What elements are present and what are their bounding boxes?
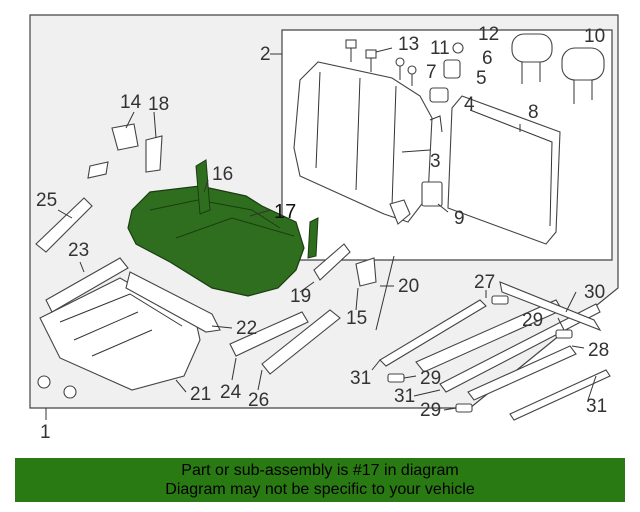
callout-12: 12 — [478, 24, 499, 45]
seat-back-part — [293, 61, 443, 223]
callout-30: 30 — [584, 282, 605, 303]
callout-14: 14 — [120, 92, 142, 113]
clip-parts — [37, 375, 77, 399]
callout-16: 16 — [212, 164, 233, 185]
callout-13: 13 — [398, 34, 419, 55]
callout-31-c: 31 — [586, 396, 607, 417]
latch-part — [389, 181, 443, 225]
callout-31-b: 31 — [394, 386, 415, 407]
callout-3: 3 — [430, 151, 441, 172]
trim-parts — [87, 123, 395, 331]
callout-10: 10 — [584, 26, 605, 47]
headrest-12-part — [511, 33, 553, 84]
callout-18: 18 — [148, 94, 169, 115]
hardware-parts — [345, 39, 464, 103]
disclaimer-banner: Part or sub-assembly is #17 in diagram D… — [15, 458, 625, 502]
banner-line-1: Part or sub-assembly is #17 in diagram — [181, 462, 459, 479]
callout-7: 7 — [426, 62, 437, 83]
callout-25: 25 — [36, 190, 57, 211]
callout-31-a: 31 — [350, 368, 371, 389]
callout-22: 22 — [236, 318, 257, 339]
callout-29-c: 29 — [420, 400, 441, 421]
callout-19: 19 — [290, 286, 311, 307]
callout-8: 8 — [528, 102, 539, 123]
seat-rail-parts — [379, 281, 611, 421]
callout-17: 17 — [274, 201, 296, 223]
callout-9: 9 — [454, 208, 465, 229]
callout-29-a: 29 — [522, 310, 543, 331]
callout-2: 2 — [260, 44, 271, 65]
callout-15: 15 — [346, 308, 367, 329]
callout-23: 23 — [68, 240, 89, 261]
callout-5: 5 — [476, 68, 487, 89]
callout-20: 20 — [398, 276, 419, 297]
banner-line-2: Diagram may not be specific to your vehi… — [165, 481, 475, 498]
callout-11: 11 — [430, 38, 450, 59]
callout-21: 21 — [190, 384, 211, 405]
callout-27: 27 — [474, 272, 495, 293]
side-bracket-parts — [35, 197, 341, 375]
leader-lines — [45, 47, 597, 420]
callout-28: 28 — [588, 340, 609, 361]
parts-diagram: 1 2 3 4 5 6 7 8 9 10 11 12 13 14 15 16 1… — [29, 14, 619, 443]
callout-24: 24 — [220, 382, 242, 403]
callout-6: 6 — [482, 48, 493, 69]
callout-labels: 1 2 3 4 5 6 7 8 9 10 11 12 13 14 15 16 1… — [36, 24, 609, 443]
headrest-10-part — [561, 47, 605, 104]
callout-4: 4 — [464, 94, 475, 115]
callout-29-b: 29 — [420, 368, 441, 389]
callout-26: 26 — [248, 390, 269, 411]
callout-1: 1 — [40, 422, 51, 443]
back-panel-part — [447, 95, 561, 245]
